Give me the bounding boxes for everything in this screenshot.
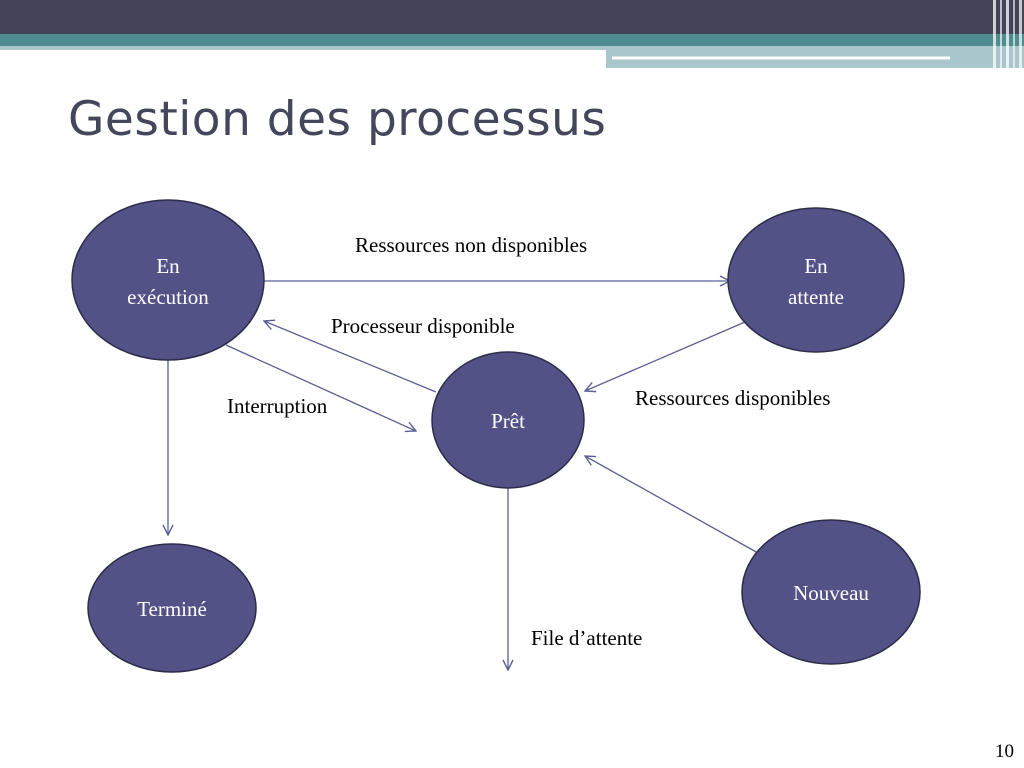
node-label-line: En xyxy=(156,254,180,278)
header-stripe xyxy=(1000,0,1002,68)
node-label-line: Terminé xyxy=(137,597,207,621)
node-label-line: exécution xyxy=(127,285,209,309)
header-stripe xyxy=(993,0,996,68)
node-label-line: Nouveau xyxy=(793,581,869,605)
node-label-line: Prêt xyxy=(491,409,525,433)
node-ellipse xyxy=(727,207,905,353)
edge-attente-to-pret xyxy=(585,321,746,391)
node-ellipse xyxy=(71,199,265,361)
edge-nouveau-to-pret xyxy=(585,456,759,554)
header-teal-bar xyxy=(0,34,1024,46)
edge-label-ressources-disponibles: Ressources disponibles xyxy=(635,386,830,410)
edge-pret-to-exec xyxy=(264,321,437,393)
header-stripe xyxy=(1013,0,1015,68)
header-dark-bar xyxy=(0,0,1024,34)
node-ellipse xyxy=(741,519,921,665)
node-termine: Terminé xyxy=(87,543,257,673)
edge-label-file-d-attente: File d’attente xyxy=(531,626,642,650)
header-band xyxy=(0,0,1024,68)
node-nouveau: Nouveau xyxy=(741,519,921,665)
node-ellipse xyxy=(87,543,257,673)
edge-label-ressources-non-disponibles: Ressources non disponibles xyxy=(355,233,587,257)
slide-title: Gestion des processus xyxy=(68,92,607,147)
node-en-execution: En exécution xyxy=(71,199,265,361)
node-ellipse xyxy=(431,351,585,489)
header-stripe xyxy=(1019,0,1022,68)
header-stripe xyxy=(1006,0,1009,68)
node-pret: Prêt xyxy=(431,351,585,489)
edge-label-interruption: Interruption xyxy=(227,394,328,418)
header-light-bar xyxy=(0,46,1024,50)
edge-exec-to-pret xyxy=(225,344,416,431)
node-en-attente: En attente xyxy=(727,207,905,353)
edge-label-processeur-disponible: Processeur disponible xyxy=(331,314,515,338)
node-label-line: attente xyxy=(788,285,844,309)
node-label-line: En xyxy=(804,254,828,278)
page-number: 10 xyxy=(995,741,1014,762)
